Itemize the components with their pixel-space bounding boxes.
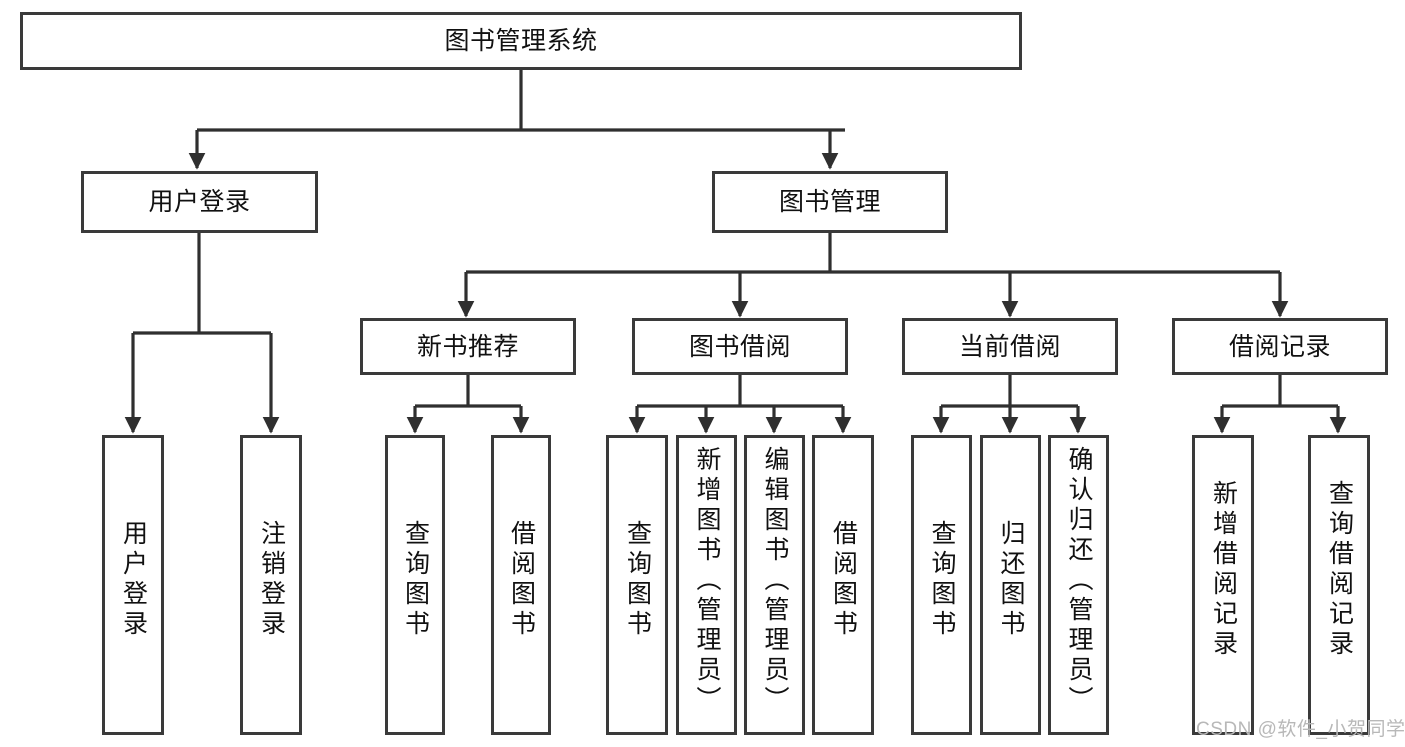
node-leaf-return-book-label: 归还图书: [997, 520, 1025, 640]
node-leaf-add-book[interactable]: 新增图书（管理员）: [676, 435, 737, 735]
node-leaf-query-book-3-label: 查询图书: [928, 520, 956, 640]
node-leaf-borrow-book-2-label: 借阅图书: [829, 520, 858, 640]
csdn-watermark: CSDN @软件_小贺同学: [1196, 719, 1405, 740]
node-leaf-query-book-2[interactable]: 查询图书: [606, 435, 668, 735]
node-leaf-user-logout[interactable]: 注销登录: [240, 435, 302, 735]
node-new-book-recommend-label: 新书推荐: [416, 332, 519, 361]
node-leaf-user-logout-label: 注销登录: [257, 520, 286, 640]
node-leaf-query-book-1-label: 查询图书: [401, 520, 430, 640]
node-root-label: 图书管理系统: [444, 27, 598, 55]
node-current-borrow-label: 当前借阅: [958, 332, 1061, 361]
node-book-borrow-label: 图书借阅: [688, 332, 791, 361]
node-leaf-edit-book-label: 编辑图书（管理员）: [761, 446, 789, 716]
node-leaf-borrow-book-1[interactable]: 借阅图书: [491, 435, 551, 735]
node-current-borrow[interactable]: 当前借阅: [902, 318, 1118, 375]
node-leaf-add-book-label: 新增图书（管理员）: [693, 446, 721, 716]
node-leaf-query-book-2-label: 查询图书: [623, 520, 652, 640]
node-book-management-label: 图书管理: [778, 188, 881, 216]
node-leaf-user-login-label: 用户登录: [119, 520, 148, 640]
node-leaf-query-record[interactable]: 查询借阅记录: [1308, 435, 1370, 735]
node-book-management[interactable]: 图书管理: [712, 171, 948, 233]
node-leaf-user-login[interactable]: 用户登录: [102, 435, 164, 735]
node-leaf-add-record-label: 新增借阅记录: [1209, 480, 1238, 660]
node-borrow-record-label: 借阅记录: [1228, 332, 1331, 361]
node-new-book-recommend[interactable]: 新书推荐: [360, 318, 576, 375]
node-borrow-record[interactable]: 借阅记录: [1172, 318, 1388, 375]
node-book-borrow[interactable]: 图书借阅: [632, 318, 848, 375]
node-leaf-edit-book[interactable]: 编辑图书（管理员）: [744, 435, 805, 735]
node-user-login[interactable]: 用户登录: [81, 171, 318, 233]
node-leaf-borrow-book-2[interactable]: 借阅图书: [812, 435, 874, 735]
node-user-login-label: 用户登录: [148, 188, 251, 216]
node-leaf-return-book[interactable]: 归还图书: [980, 435, 1041, 735]
node-leaf-confirm-return[interactable]: 确认归还（管理员）: [1048, 435, 1109, 735]
node-leaf-confirm-return-label: 确认归还（管理员）: [1065, 446, 1093, 716]
node-leaf-query-book-1[interactable]: 查询图书: [385, 435, 445, 735]
node-leaf-add-record[interactable]: 新增借阅记录: [1192, 435, 1254, 735]
node-leaf-query-book-3[interactable]: 查询图书: [911, 435, 972, 735]
node-leaf-borrow-book-1-label: 借阅图书: [507, 520, 536, 640]
node-root[interactable]: 图书管理系统: [20, 12, 1022, 70]
node-leaf-query-record-label: 查询借阅记录: [1325, 480, 1354, 660]
